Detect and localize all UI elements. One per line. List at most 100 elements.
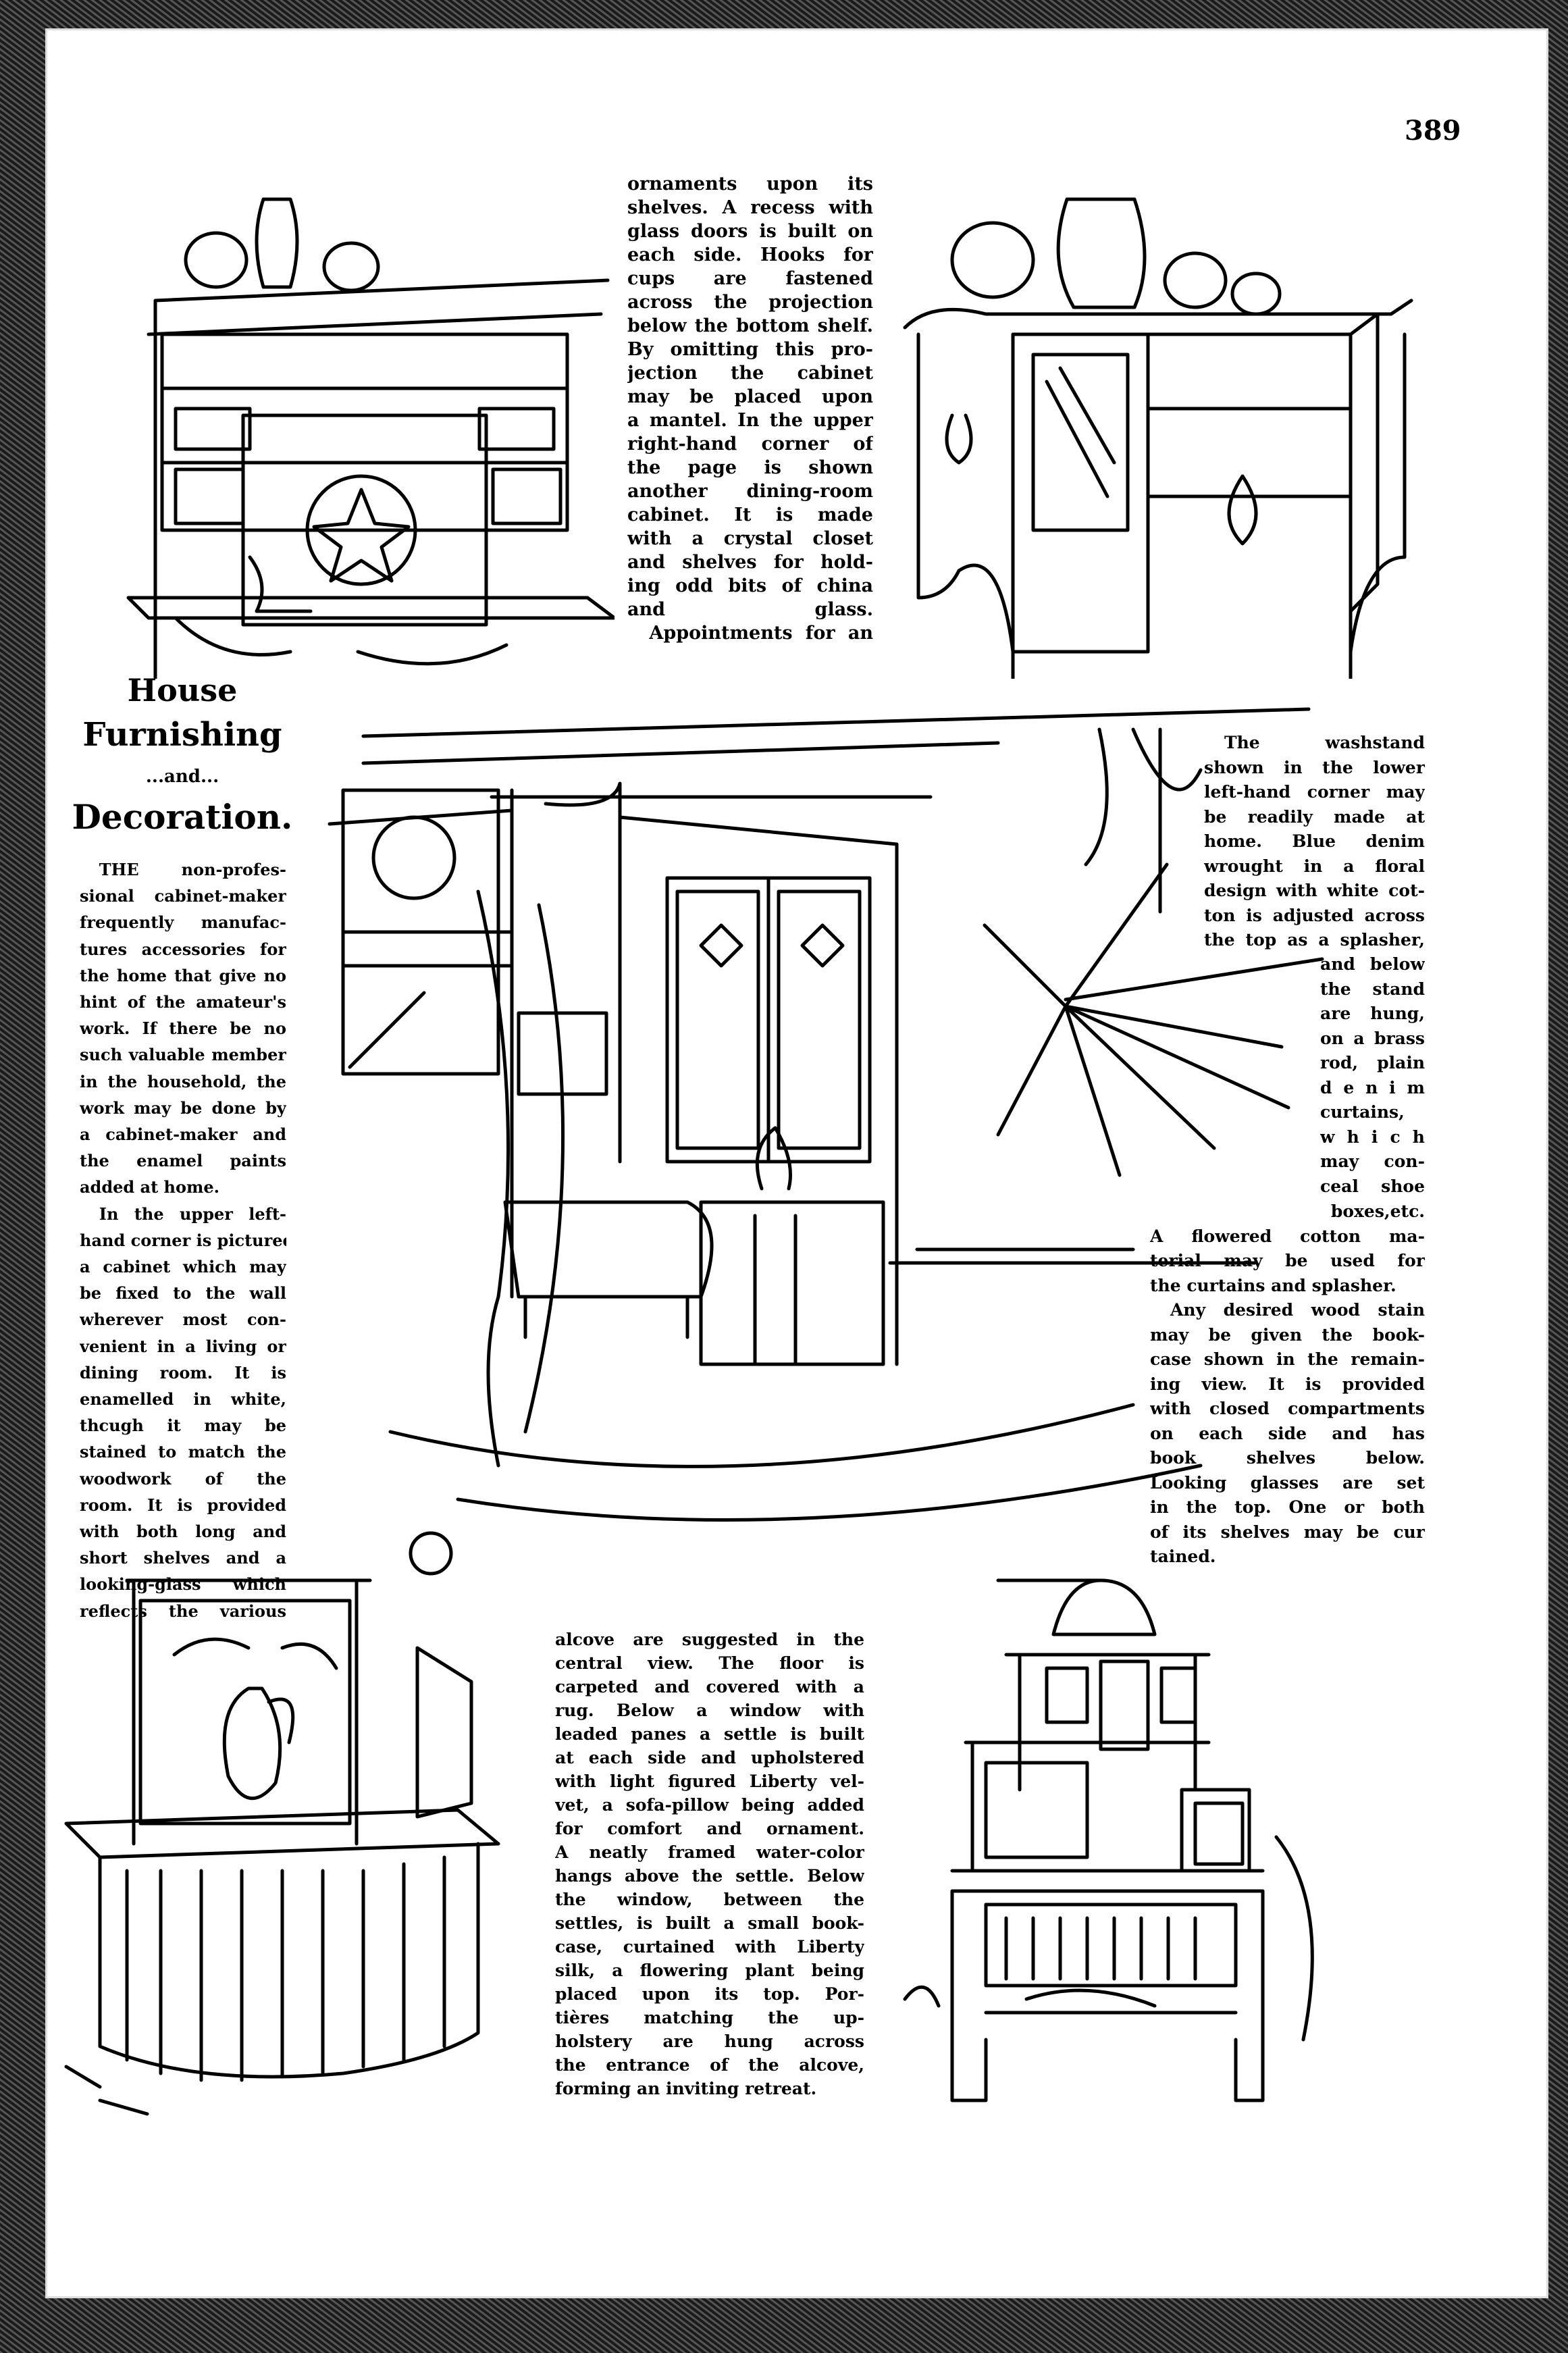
text-line: at each side and upholstered	[555, 1748, 864, 1767]
text-line: may be given the book-	[1150, 1324, 1425, 1345]
text-line: A neatly framed water-color	[555, 1842, 864, 1862]
bookcase-illustration-body	[903, 1578, 1314, 2102]
text-line: a mantel. In the upper	[627, 410, 873, 431]
left-column-text: THE non-profes-sional cabinet-maker frequ…	[80, 856, 286, 1624]
text-line: with a crystal closet	[627, 528, 873, 549]
text-line: Looking glasses are set	[1150, 1472, 1425, 1493]
text-line: wherever most con-	[80, 1310, 286, 1330]
text-line: ing odd bits of china	[627, 575, 873, 596]
text-line: added at home.	[80, 1177, 219, 1197]
text-line: left-hand corner may	[1204, 782, 1425, 802]
text-line: thcugh it may be	[80, 1416, 286, 1436]
text-line: across the projection	[627, 292, 873, 313]
text-line: and below	[1320, 954, 1425, 974]
text-line: d e n i m	[1320, 1077, 1425, 1097]
text-line: ceal shoe	[1320, 1176, 1425, 1196]
text-line: sional cabinet-maker	[80, 886, 286, 906]
text-line: curtains,	[1320, 1102, 1405, 1122]
text-line: for comfort and ornament.	[555, 1819, 864, 1838]
text-line: THE non-profes-	[99, 860, 286, 879]
text-line: venient in a living or	[80, 1336, 286, 1356]
text-line: tières matching the up-	[555, 2008, 864, 2027]
text-line: holstery are hung across	[555, 2032, 864, 2051]
text-line: are hung,	[1320, 1004, 1425, 1023]
text-line: wrought in a floral	[1204, 856, 1425, 876]
text-line: By omitting this pro-	[627, 339, 873, 360]
heading-line-1: House	[127, 672, 238, 708]
text-line: leaded panes a settle is built	[555, 1724, 864, 1744]
dining-room-cabinet-illustration	[903, 197, 1413, 679]
text-line: case, curtained with Liberty	[555, 1937, 864, 1957]
text-line: carpeted and covered with a	[555, 1677, 864, 1697]
text-line: the page is shown	[627, 457, 873, 478]
text-line: Appointments for an	[649, 623, 873, 644]
text-line: right-hand corner of	[627, 434, 873, 455]
text-line: ornaments upon its	[627, 174, 873, 195]
text-line: the top as a splasher,	[1204, 930, 1425, 950]
text-line: home. Blue denim	[1204, 831, 1425, 851]
text-line: enamelled in white,	[80, 1389, 286, 1410]
text-line: cups are fastened	[627, 268, 873, 289]
text-line: and glass.	[627, 599, 873, 620]
text-line: of its shelves may be cur	[1150, 1522, 1425, 1542]
heading-line-3: ...and...	[145, 767, 219, 787]
text-line: forming an inviting retreat.	[555, 2079, 817, 2098]
text-line: glass doors is built on	[627, 221, 873, 242]
text-line: frequently manufac-	[80, 912, 286, 933]
text-line: design with white cot-	[1204, 881, 1425, 900]
text-line: tures accessories for	[80, 939, 286, 959]
page-number: 389	[1405, 115, 1461, 147]
text-line: in the household, the	[80, 1071, 286, 1091]
text-line: another dining-room	[627, 481, 873, 502]
text-line: looking-glass which	[80, 1574, 286, 1595]
text-line: such valuable member	[80, 1045, 286, 1065]
text-line: room. It is provided	[80, 1495, 286, 1515]
text-line: woodwork of the	[80, 1468, 286, 1489]
text-line: In the upper left-	[99, 1204, 286, 1224]
text-line: book shelves below.	[1150, 1448, 1425, 1468]
text-line: and shelves for hold-	[627, 552, 873, 573]
text-line: terial may be used for	[1150, 1251, 1425, 1270]
text-line: placed upon its top. Por-	[555, 1984, 864, 2004]
text-line: case shown in the remain-	[1150, 1349, 1425, 1369]
text-line: hand corner is pictured	[80, 1230, 286, 1250]
text-line: may con-	[1320, 1152, 1425, 1171]
text-line: work. If there be no	[80, 1018, 286, 1039]
text-line: with closed compartments	[1150, 1399, 1425, 1418]
text-line: boxes,etc.	[1330, 1201, 1425, 1221]
text-line: short shelves and a	[80, 1548, 286, 1568]
text-line: below the bottom shelf.	[627, 315, 873, 336]
text-line: on a brass	[1320, 1028, 1425, 1048]
text-line: alcove are suggested in the	[555, 1630, 864, 1649]
text-line: shelves. A recess with	[627, 197, 873, 218]
text-line: silk, a flowering plant being	[555, 1961, 864, 1980]
text-line: the curtains and splasher.	[1150, 1275, 1396, 1295]
heading-line-2: Furnishing	[82, 716, 282, 754]
text-line: on each side and has	[1150, 1423, 1425, 1443]
text-line: each side. Hooks for	[627, 244, 873, 265]
text-line: a cabinet-maker and	[80, 1124, 286, 1145]
text-line: in the top. One or both	[1150, 1497, 1425, 1517]
text-line: may be placed upon	[627, 386, 873, 407]
text-line: the window, between the	[555, 1890, 864, 1909]
text-line: hint of the amateur's	[80, 992, 286, 1012]
text-line: with both long and	[80, 1522, 286, 1542]
text-line: w h i c h	[1320, 1127, 1425, 1147]
text-line: settles, is built a small book-	[555, 1913, 864, 1933]
text-line: be fixed to the wall	[80, 1283, 286, 1303]
text-line: be readily made at	[1204, 806, 1425, 827]
text-line: ton is adjusted across	[1204, 905, 1425, 925]
text-line: a cabinet which may	[80, 1257, 286, 1277]
text-line: shown in the lower	[1204, 757, 1425, 777]
heading-line-4: Decoration.	[72, 797, 293, 837]
text-line: A flowered cotton ma-	[1150, 1226, 1425, 1246]
text-line: rod, plain	[1320, 1053, 1425, 1072]
text-line: vet, a sofa-pillow being added	[555, 1795, 864, 1815]
text-line: ing view. It is provided	[1150, 1374, 1425, 1394]
alcove-illustration	[328, 707, 1324, 1582]
text-line: with light figured Liberty vel-	[555, 1772, 864, 1791]
text-line: the entrance of the alcove,	[555, 2055, 864, 2075]
